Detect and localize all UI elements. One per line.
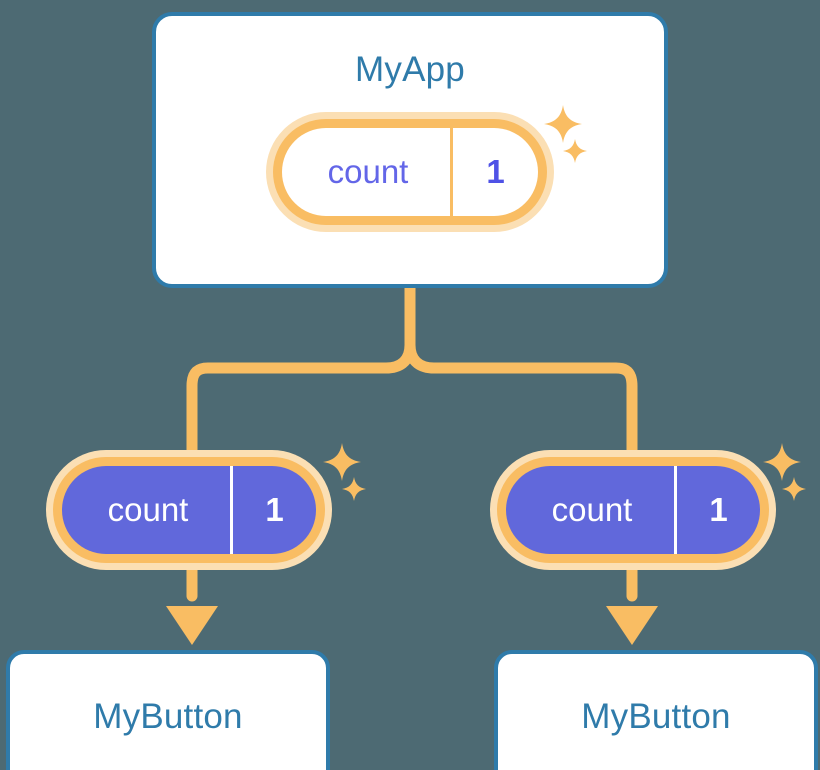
component-card-mybutton-left[interactable]: MyButton — [6, 650, 330, 770]
state-pill-key: count — [327, 153, 409, 190]
state-pill-value: 1 — [674, 466, 760, 554]
state-pill-value: 1 — [230, 466, 316, 554]
arrow-down-icon-right — [606, 606, 658, 645]
state-pill-child-left[interactable]: count 1 — [46, 450, 332, 570]
state-pill-body: count 1 — [62, 466, 316, 554]
sparkle-four-point-small-icon — [341, 476, 367, 502]
sparkle-four-point-large-icon — [543, 104, 583, 144]
state-pill-key: count — [551, 491, 633, 528]
component-card-label: MyButton — [93, 697, 243, 736]
page-title: MyApp — [355, 50, 465, 89]
state-pill-myapp[interactable]: count 1 — [266, 112, 554, 232]
state-pill-ring: count 1 — [273, 119, 547, 225]
state-pill-ring: count 1 — [53, 457, 325, 563]
state-pill-ring: count 1 — [497, 457, 769, 563]
component-card-mybutton-right[interactable]: MyButton — [494, 650, 818, 770]
component-card-label: MyButton — [581, 697, 731, 736]
sparkle-four-point-small-icon — [562, 138, 588, 164]
state-pill-key: count — [107, 491, 189, 528]
arrow-down-icon-left — [166, 606, 218, 645]
state-pill-body: count 1 — [506, 466, 760, 554]
sparkle-four-point-large-icon — [762, 442, 802, 482]
sparkle-four-point-small-icon — [781, 476, 807, 502]
state-pill-child-right[interactable]: count 1 — [490, 450, 776, 570]
state-pill-body: count 1 — [282, 128, 538, 216]
state-pill-value: 1 — [450, 128, 538, 216]
